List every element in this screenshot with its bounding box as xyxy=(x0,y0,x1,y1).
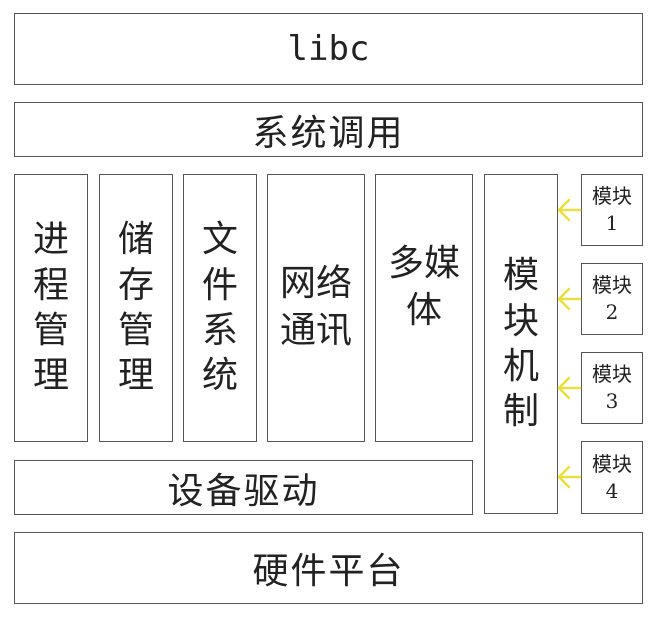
module-box-2: 模块 2 xyxy=(581,263,643,335)
module-label: 模块 xyxy=(592,184,632,208)
module-box-1: 模块 1 xyxy=(581,174,643,246)
module-label: 模块 xyxy=(592,273,632,297)
module-mechanism-label: 模块机制 xyxy=(502,255,539,433)
module-label: 模块 xyxy=(592,451,632,476)
syscall-layer: 系统调用 xyxy=(14,102,643,157)
hardware-platform-label: 硬件平台 xyxy=(252,551,405,592)
process-management-label: 进程管理 xyxy=(32,219,69,397)
arrow-icon xyxy=(557,465,582,489)
syscall-label: 系统调用 xyxy=(252,112,405,154)
arrow-icon xyxy=(557,198,582,222)
arrow-icon xyxy=(557,376,582,400)
module-box-3: 模块 3 xyxy=(581,352,643,424)
network-label: 网络通讯 xyxy=(279,263,352,351)
process-management-box: 进程管理 xyxy=(14,174,88,442)
device-driver-label: 设备驱动 xyxy=(167,470,320,512)
libc-label: libc xyxy=(287,29,370,69)
filesystem-box: 文件系统 xyxy=(183,174,257,442)
module-number: 4 xyxy=(605,478,619,503)
module-number: 2 xyxy=(605,300,619,324)
storage-management-label: 储存管理 xyxy=(117,219,154,397)
module-number: 1 xyxy=(605,211,619,235)
module-label: 模块 xyxy=(592,362,632,386)
multimedia-label: 多媒体 xyxy=(387,243,460,331)
filesystem-label: 文件系统 xyxy=(201,219,238,397)
libc-layer: libc xyxy=(14,13,643,85)
device-driver-layer: 设备驱动 xyxy=(14,460,473,515)
module-box-4: 模块 4 xyxy=(581,441,643,514)
storage-management-box: 储存管理 xyxy=(99,174,173,442)
network-box: 网络通讯 xyxy=(267,174,365,442)
module-mechanism-box: 模块机制 xyxy=(484,174,558,514)
arrow-icon xyxy=(557,287,582,311)
module-number: 3 xyxy=(605,389,619,413)
multimedia-box: 多媒体 xyxy=(375,174,473,442)
hardware-platform-layer: 硬件平台 xyxy=(14,532,643,604)
